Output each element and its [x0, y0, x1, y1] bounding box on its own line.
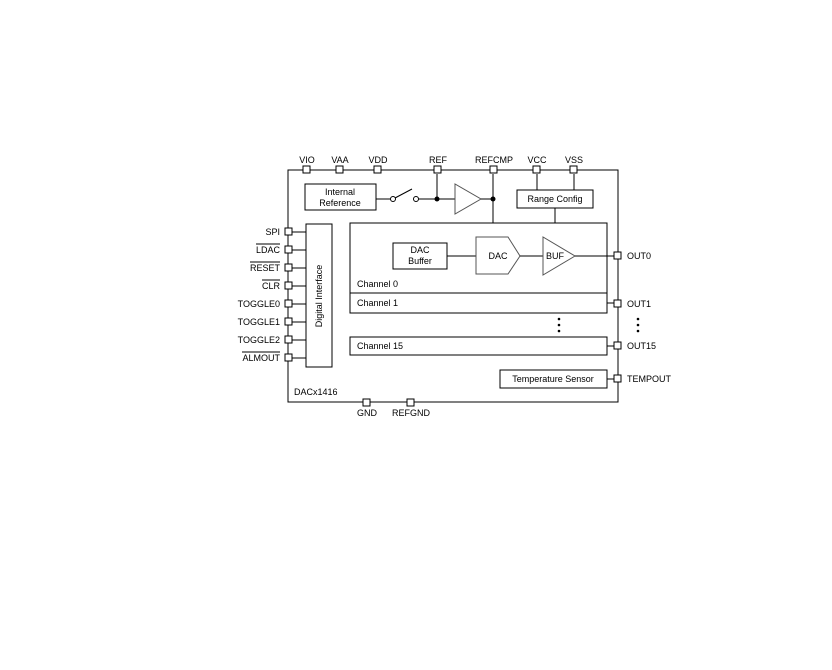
pin-vcc [532, 165, 541, 174]
pin-spi [284, 227, 293, 236]
left-pins: SPI LDAC RESET CLR TOGGLE0 TOGGLE1 TOGGL… [238, 227, 306, 363]
dac-buffer-label-1: DAC [410, 245, 430, 255]
dac-block [475, 236, 521, 275]
ellipsis-outputs-icon [636, 317, 640, 333]
pin-ref [433, 165, 442, 174]
internal-reference-label-2: Reference [319, 198, 361, 208]
internal-reference-label-1: Internal [325, 187, 355, 197]
pin-label-toggle0: TOGGLE0 [238, 299, 280, 309]
pin-label-toggle2: TOGGLE2 [238, 335, 280, 345]
pin-label-vcc: VCC [527, 155, 547, 165]
pin-clr [284, 281, 293, 290]
ref-buffer-amplifier-icon [454, 183, 483, 215]
internal-reference-block [304, 183, 377, 211]
pin-out1 [613, 299, 622, 308]
pin-label-vss: VSS [565, 155, 583, 165]
chip-name: DACx1416 [294, 387, 338, 397]
pin-refcmp [489, 165, 498, 174]
pin-out15 [613, 341, 622, 350]
bottom-pins: GND REFGND [357, 398, 431, 418]
pin-label-vaa: VAA [331, 155, 348, 165]
pin-label-spi: SPI [265, 227, 280, 237]
pin-gnd [362, 398, 371, 407]
pin-toggle1 [284, 317, 293, 326]
pin-label-tempout: TEMPOUT [627, 374, 672, 384]
buf-amplifier-icon [542, 236, 576, 276]
pin-reset [284, 263, 293, 272]
pin-label-out0: OUT0 [627, 251, 651, 261]
channel15-label: Channel 15 [357, 341, 403, 351]
buf-label: BUF [546, 251, 565, 261]
top-pins: VIO VAA VDD REF REFCMP VCC VSS [299, 155, 583, 254]
pin-label-ref: REF [429, 155, 448, 165]
switch-contact-icon [413, 196, 419, 202]
junction-dot [490, 196, 496, 202]
pin-label-refcmp: REFCMP [475, 155, 513, 165]
pin-label-out15: OUT15 [627, 341, 656, 351]
pin-label-refgnd: REFGND [392, 408, 431, 418]
pin-almout [284, 353, 293, 362]
pin-tempout [613, 374, 622, 383]
pin-ldac [284, 245, 293, 254]
channel0-label: Channel 0 [357, 279, 398, 289]
pin-vdd [373, 165, 382, 174]
pin-label-almout: ALMOUT [242, 353, 280, 363]
pin-toggle2 [284, 335, 293, 344]
pin-label-vdd: VDD [368, 155, 388, 165]
range-config-label: Range Config [527, 194, 582, 204]
digital-interface-block [305, 223, 333, 368]
pin-out0 [613, 251, 622, 260]
pin-vio [302, 165, 311, 174]
pin-label-clr: CLR [262, 281, 281, 291]
pin-label-ldac: LDAC [256, 245, 281, 255]
channel1-label: Channel 1 [357, 298, 398, 308]
right-pins: OUT0 OUT1 OUT15 TEMPOUT [613, 251, 672, 384]
switch-icon [394, 188, 413, 199]
pin-label-vio: VIO [299, 155, 315, 165]
pin-label-reset: RESET [250, 263, 281, 273]
pin-vaa [335, 165, 344, 174]
pin-toggle0 [284, 299, 293, 308]
junction-dot [434, 196, 440, 202]
pin-refgnd [406, 398, 415, 407]
ellipsis-channels-icon [557, 317, 561, 333]
pin-vss [569, 165, 578, 174]
temperature-sensor-label: Temperature Sensor [512, 374, 594, 384]
digital-interface-label: Digital Interface [314, 265, 324, 328]
pin-label-toggle1: TOGGLE1 [238, 317, 280, 327]
dac-buffer-label-2: Buffer [408, 256, 432, 266]
pin-label-out1: OUT1 [627, 299, 651, 309]
pin-label-gnd: GND [357, 408, 378, 418]
switch-contact-icon [390, 196, 396, 202]
dac-label: DAC [488, 251, 508, 261]
